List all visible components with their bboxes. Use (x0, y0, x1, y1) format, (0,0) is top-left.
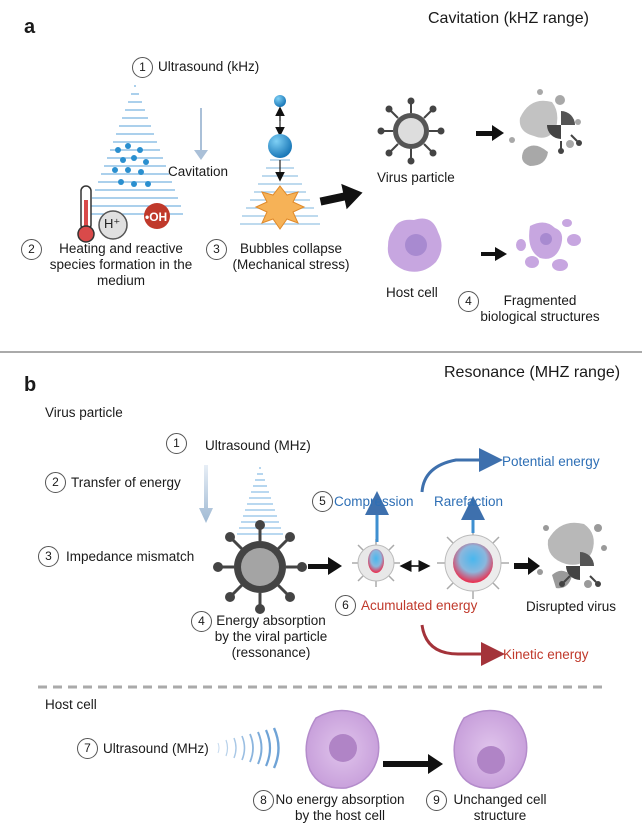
oh-radical-label: •OH (145, 210, 168, 224)
step-number-b2: 2 (45, 472, 66, 493)
kinetic-energy-label: Kinetic energy (503, 647, 589, 662)
fragmented-virus-a (509, 89, 581, 166)
fragmented-virus-core (547, 111, 582, 154)
virus-section-label: Virus particle (45, 405, 123, 420)
step-b7-label: Ultrasound (MHz) (103, 741, 209, 756)
arrow-to-disrupted (514, 557, 540, 575)
step-b2-label: Transfer of energy (71, 475, 181, 490)
step-a1-label: Ultrasound (kHz) (158, 59, 260, 74)
arrow-virus-frag (476, 125, 504, 141)
step-b8-label: No energy absorption by the host cell (275, 792, 405, 823)
bubble-collapse-illustration (240, 95, 320, 230)
h-ion-label: H⁺ (104, 216, 121, 231)
disrupted-virus-label: Disrupted virus (526, 599, 617, 614)
virus-particle-b (213, 520, 307, 614)
step-number-b5: 5 (312, 491, 333, 512)
potential-energy-label: Potential energy (502, 454, 600, 469)
step-b3-label: Impedance mismatch (66, 549, 195, 564)
step-a4-label: Fragmented biological structures (480, 293, 600, 324)
panel-a-title: Cavitation (kHZ range) (428, 10, 589, 27)
panel-letter-b: b (24, 374, 37, 396)
arrow-host-frag (481, 247, 507, 261)
host-section-label: Host cell (45, 697, 97, 712)
ultrasound-waves-host (217, 727, 280, 769)
step-number-a1: 1 (132, 57, 153, 78)
step-a3-label: Bubbles collapse (Mechanical stress) (232, 241, 350, 272)
cavitation-label: Cavitation (168, 164, 229, 179)
arrow-host-unchanged (383, 754, 443, 774)
host-cell-b1 (305, 709, 380, 789)
compression-label: Compression (334, 494, 414, 509)
step-b1-label: Ultrasound (MHz) (205, 438, 311, 453)
step-b4-label: Energy absorption by the viral particle … (214, 613, 328, 660)
step-number-b7: 7 (77, 738, 98, 759)
step-number-b6: 6 (335, 595, 356, 616)
host-cell-label: Host cell (386, 285, 438, 300)
step-number-b9: 9 (426, 790, 447, 811)
cavitation-arrow (194, 108, 208, 160)
disrupted-virus (537, 522, 607, 589)
virus-particle-a (377, 97, 445, 165)
ultrasound-cone-khz (87, 85, 183, 215)
arrow-to-compression (308, 557, 342, 575)
fragmented-host-a (516, 219, 581, 271)
virus-particle-label: Virus particle (377, 170, 455, 185)
kinetic-energy-arrow (420, 624, 505, 666)
step-number-b4: 4 (191, 611, 212, 632)
potential-energy-arrow (420, 448, 503, 493)
panel-b-title: Resonance (MHZ range) (444, 364, 621, 381)
step-number-b1: 1 (166, 433, 187, 454)
rarefaction-virus (437, 527, 509, 599)
host-cell-b2 (453, 709, 528, 789)
step-number-a4: 4 (458, 291, 479, 312)
disrupted-virus-core (559, 552, 601, 587)
accumulated-energy-label: Acumulated energy (361, 598, 478, 613)
panel-letter-a: a (24, 16, 36, 38)
step-number-a3: 3 (206, 239, 227, 260)
h-ion-circle (98, 210, 128, 240)
big-arrow-a (319, 183, 363, 210)
host-cell-a (387, 218, 442, 272)
step-number-a2: 2 (21, 239, 42, 260)
thermometer-icon (77, 185, 95, 243)
step-number-b3: 3 (38, 546, 59, 567)
compressed-virus (352, 539, 400, 587)
step-number-b8: 8 (253, 790, 274, 811)
rarefaction-label: Rarefaction (434, 494, 504, 509)
oh-radical-circle (144, 203, 170, 229)
step-a2-label: Heating and reactive species formation i… (49, 241, 193, 288)
transfer-energy-arrow (199, 465, 213, 523)
step-b9-label: Unchanged cell structure (453, 792, 547, 823)
